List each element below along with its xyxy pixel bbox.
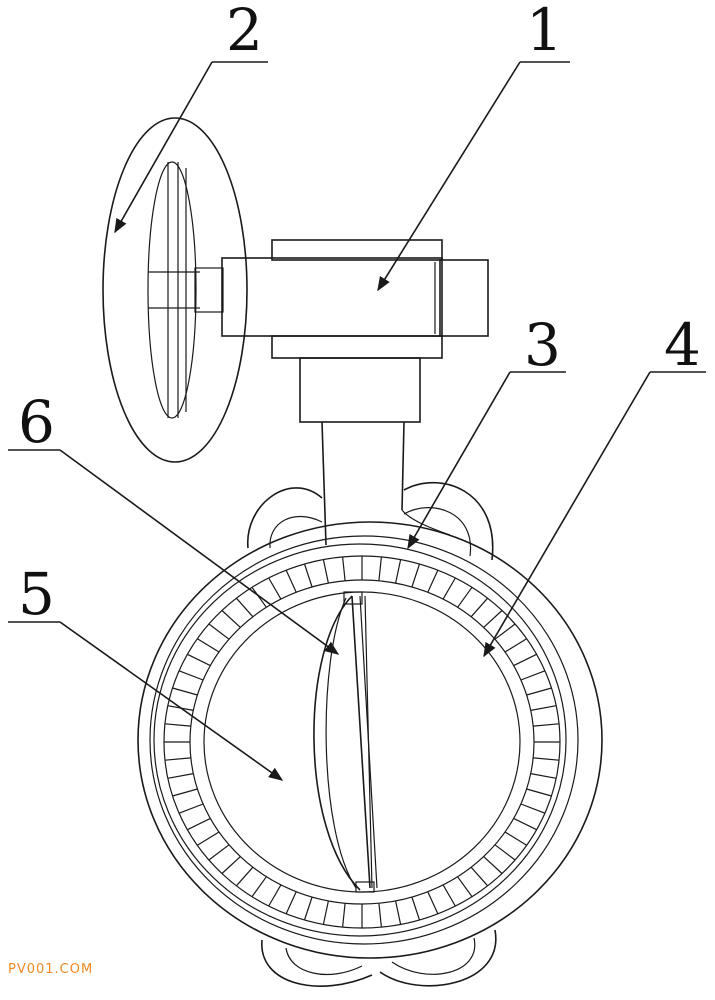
seat-segment [235, 597, 254, 618]
seat-segment [494, 844, 516, 861]
seat-segment [187, 817, 211, 831]
seat-segment [322, 559, 329, 584]
bottom-lugs [261, 929, 497, 987]
seat-segment [530, 773, 557, 779]
seat-segment [457, 876, 473, 898]
seat-segment [513, 653, 537, 667]
seat-segment [268, 577, 282, 600]
seat-segment [221, 610, 241, 628]
seat-segment [483, 856, 503, 874]
seat-segment [303, 896, 313, 921]
valve-body [137, 521, 603, 959]
seat-segment [172, 687, 198, 696]
seat-segment [285, 569, 297, 593]
seat-segment [251, 586, 267, 608]
seat-segment [197, 831, 220, 846]
seat-segment [395, 900, 402, 925]
seat-segment [483, 610, 503, 628]
seat-segment [378, 556, 382, 581]
seat-segment [427, 891, 439, 915]
leader-lines [8, 61, 706, 781]
gearbox-actuator [221, 239, 489, 423]
callout-3: 3 [524, 311, 561, 379]
seat-segment [442, 577, 456, 600]
valve-neck [321, 421, 451, 546]
seat-segment [167, 773, 194, 779]
seat-segment [378, 903, 382, 928]
seat-segment [208, 844, 230, 861]
seat-segment [504, 638, 527, 653]
seat-segment [520, 670, 546, 681]
seat-segment [178, 670, 204, 681]
seat-segment [342, 903, 346, 928]
seat-segment [526, 687, 552, 696]
handwheel [102, 117, 248, 463]
callout-5: 5 [18, 560, 55, 628]
seat-segment [208, 623, 230, 640]
seat-segment [520, 803, 546, 814]
seat-segment [251, 876, 267, 898]
seat-segment [411, 896, 421, 921]
seat-segment [178, 803, 204, 814]
callout-2: 2 [226, 0, 263, 64]
seat-segment [442, 884, 456, 907]
seat-segment [470, 866, 489, 887]
seat-segment [504, 831, 527, 846]
seat-segment [342, 556, 346, 581]
seat-segment [285, 891, 297, 915]
seat-segment [235, 866, 254, 887]
seat-segment [533, 757, 560, 761]
seat-segment [470, 597, 489, 618]
valve-disc [313, 591, 378, 893]
seat-segment [197, 638, 220, 653]
watermark: PV001.COM [8, 962, 94, 977]
seat-segment [411, 563, 421, 588]
callout-4: 4 [664, 311, 701, 379]
callout-1: 1 [526, 0, 563, 64]
callout-6: 6 [18, 388, 55, 456]
seat-segment [494, 623, 516, 640]
seat-ring [163, 555, 561, 929]
seat-segment [303, 563, 313, 588]
seat-segment [221, 856, 241, 874]
seat-segment [526, 788, 552, 797]
seat-segment [187, 653, 211, 667]
seat-segment [164, 757, 191, 761]
seat-segment [322, 900, 329, 925]
seat-segment [457, 586, 473, 608]
seat-segment [395, 559, 402, 584]
seat-segment [513, 817, 537, 831]
seat-segment [530, 705, 557, 711]
seat-segment [172, 788, 198, 797]
seat-segment [268, 884, 282, 907]
seat-segment [427, 569, 439, 593]
seat-segment [164, 723, 191, 727]
seat-segment [533, 723, 560, 727]
